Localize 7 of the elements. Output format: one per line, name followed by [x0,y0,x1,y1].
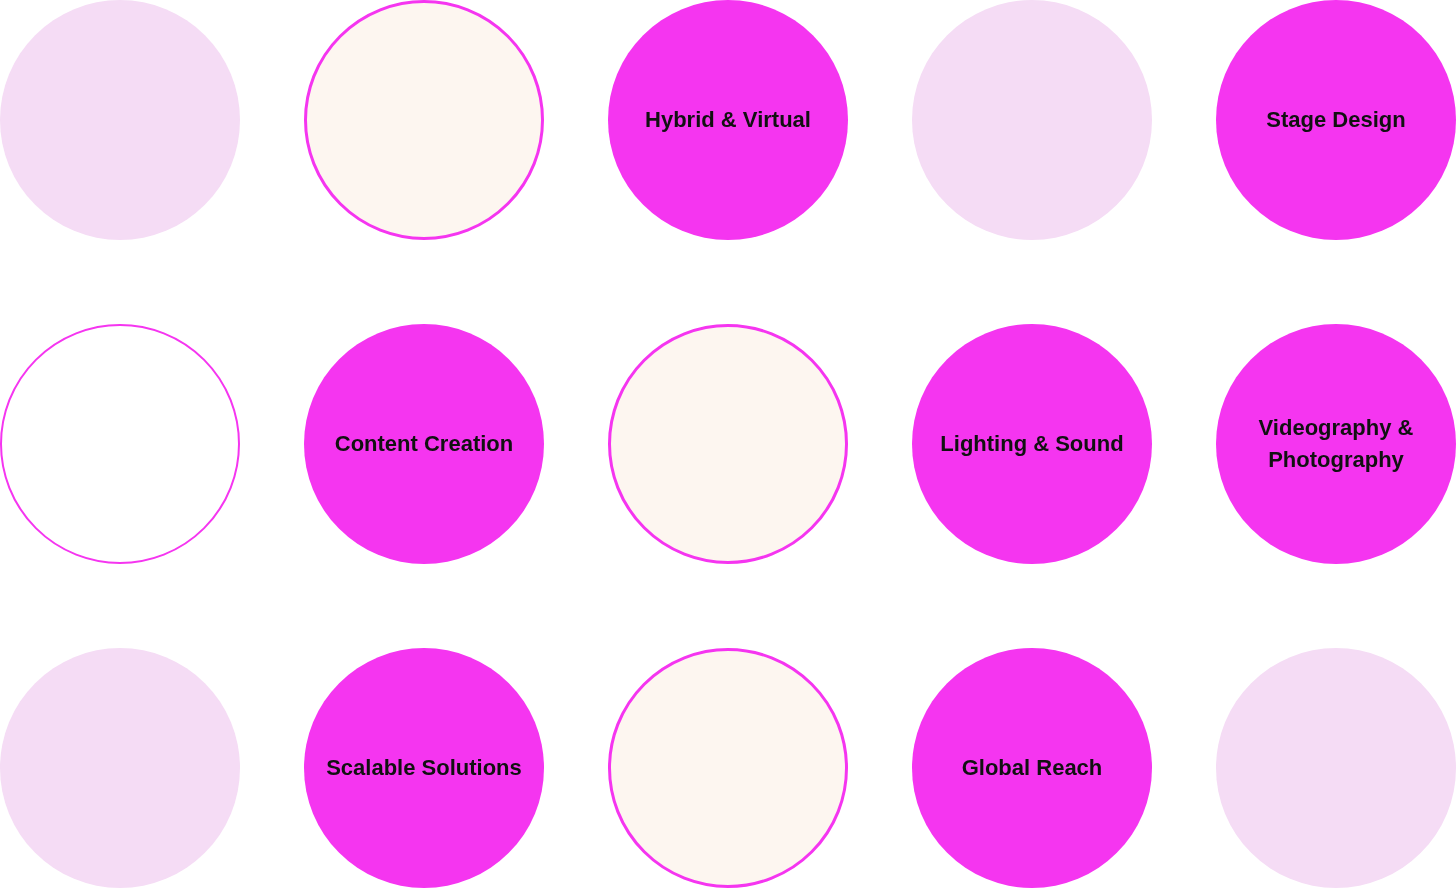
service-label: Content Creation [334,430,514,458]
service-label: Lighting & Sound [940,430,1124,458]
service-label: Hybrid & Virtual [645,106,811,134]
service-label: Scalable Solutions [326,754,522,782]
service-label: Stage Design [1266,106,1406,134]
service-label: Videography & Photography [1257,414,1415,474]
service-label: Global Reach [961,754,1103,782]
